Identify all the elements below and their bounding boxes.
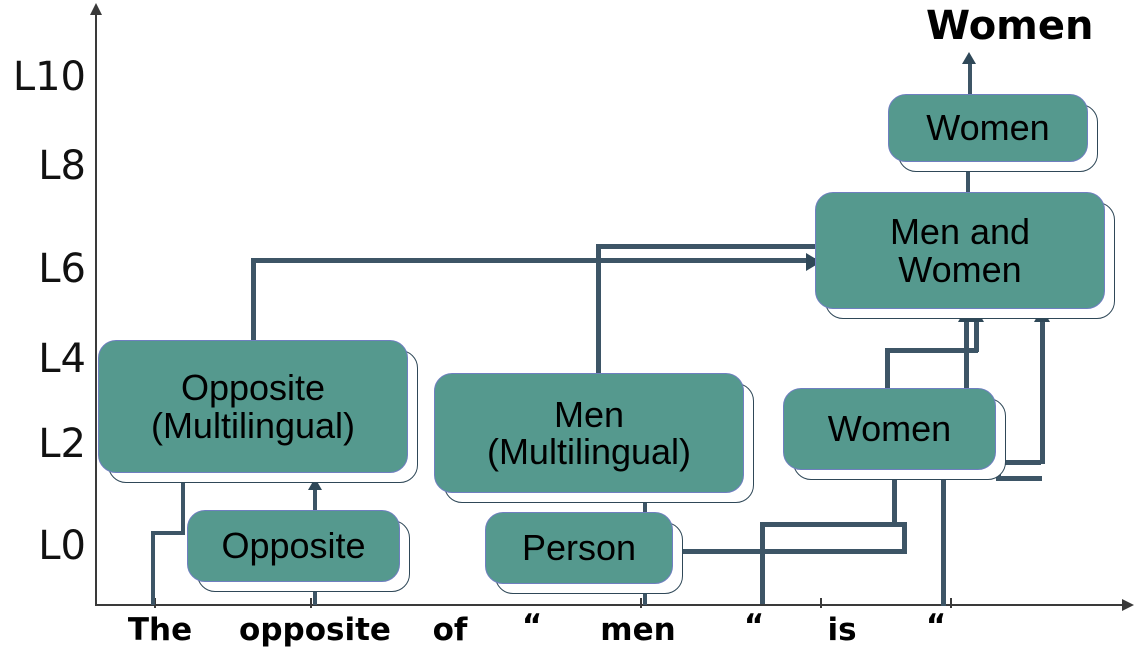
x-tick-mark: [154, 598, 156, 608]
wire-menml-up: [596, 244, 601, 384]
x-token-quote-3: “: [925, 608, 947, 644]
y-axis-line: [95, 14, 97, 606]
y-axis-arrowhead: [90, 3, 102, 15]
wire-is-riser: [941, 460, 946, 606]
node-card[interactable]: Women: [783, 388, 996, 470]
node-label: Men and Women: [889, 211, 1031, 290]
node-card[interactable]: Men (Multilingual): [434, 373, 744, 493]
wire-oppml-up: [251, 258, 256, 350]
wire-the-elbow: [151, 531, 185, 535]
node-card[interactable]: Opposite (Multilingual): [98, 340, 408, 473]
node-opposite[interactable]: Opposite: [187, 510, 410, 592]
y-tick-L6: L6: [38, 246, 86, 292]
y-tick-L4: L4: [38, 336, 86, 382]
wire-quote2-riser: [760, 522, 765, 604]
wire-branch-left-h: [885, 348, 978, 353]
node-men-multilingual[interactable]: Men (Multilingual): [434, 373, 754, 503]
node-label: Opposite: [221, 525, 366, 567]
x-token-quote-1: “: [521, 608, 543, 644]
wire-opposite-token-up: [313, 581, 317, 605]
node-label: Women: [926, 107, 1050, 149]
wire-womenmid-up: [964, 318, 969, 398]
y-tick-L2: L2: [38, 421, 86, 467]
x-token-of: of: [432, 612, 468, 648]
x-tick-mark: [640, 598, 642, 608]
node-label: Women: [827, 408, 952, 450]
wire-person-right-across: [760, 522, 906, 527]
node-card[interactable]: Women: [888, 94, 1088, 162]
x-token-quote-2: “: [743, 608, 765, 644]
x-tick-mark: [310, 598, 312, 608]
y-tick-L0: L0: [38, 523, 86, 569]
wire-person-right-up: [902, 522, 907, 552]
wire-menml-across: [596, 244, 846, 249]
wire-to-women-mid: [892, 473, 897, 525]
x-tick-mark: [950, 598, 952, 608]
node-label: Person: [521, 527, 637, 569]
output-label: Women: [926, 3, 1094, 49]
x-token-men: men: [600, 612, 676, 648]
node-card[interactable]: Men and Women: [815, 192, 1105, 309]
y-tick-L8: L8: [38, 143, 86, 189]
wire-person-up: [643, 492, 647, 518]
wire-oppml-across: [251, 258, 819, 263]
node-women-top[interactable]: Women: [888, 94, 1098, 172]
wire-is-up: [1040, 318, 1045, 464]
node-label: Opposite (Multilingual): [150, 367, 356, 446]
node-men-and-women[interactable]: Men and Women: [815, 192, 1115, 319]
node-card[interactable]: Opposite: [187, 510, 400, 582]
wire-the-up: [151, 531, 155, 605]
node-card[interactable]: Person: [485, 512, 673, 584]
x-tick-mark: [820, 598, 822, 608]
node-opposite-multilingual[interactable]: Opposite (Multilingual): [98, 340, 418, 483]
arrow-to-output: [962, 52, 976, 64]
x-axis-line: [95, 604, 1125, 606]
x-axis-arrowhead: [1122, 599, 1134, 611]
wire-menwomen-to-womentop: [966, 168, 970, 196]
wire-opposite-up: [313, 490, 317, 514]
node-person[interactable]: Person: [485, 512, 683, 594]
y-tick-L10: L10: [12, 54, 86, 100]
wire-the-up2: [181, 482, 185, 534]
wire-branch-left-v: [885, 348, 890, 398]
wire-output: [968, 60, 972, 102]
x-token-the: The: [127, 612, 193, 648]
wire-womenmid-right-h: [996, 476, 1042, 481]
x-token-is: is: [827, 612, 857, 648]
node-women-mid[interactable]: Women: [783, 388, 1006, 480]
x-token-opposite: opposite: [239, 612, 391, 648]
wire-branch-left-up: [974, 318, 979, 352]
wire-person-right: [673, 549, 907, 554]
node-label: Men (Multilingual): [486, 393, 692, 472]
